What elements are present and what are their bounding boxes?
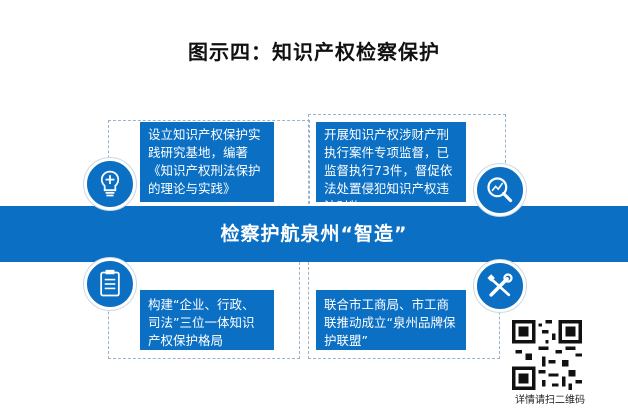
qr-label: 详情请扫二维码 [515, 395, 585, 406]
card-top-right: 开展知识产权涉财产刑执行案件专项监督，已监督执行73件，督促依法处置侵犯知识产权… [316, 122, 466, 214]
card-bottom-left: 构建“企业、行政、司法”三位一体知识产权保护格局 [140, 290, 274, 350]
card-top-left: 设立知识产权保护实践研究基地，编著《知识产权刑法保护的理论与实践》 [140, 122, 274, 202]
lightbulb-icon [84, 158, 136, 210]
card-bottom-right: 联合市工商局、市工商联推动成立“泉州品牌保护联盟” [316, 290, 466, 350]
banner-band [0, 206, 628, 262]
clipboard-icon [84, 258, 136, 310]
frame-bottom-left [108, 262, 300, 359]
banner-text: 检察护航泉州“智造” [220, 223, 408, 245]
qr-code-icon[interactable] [512, 320, 582, 390]
frame-top-right [308, 114, 506, 209]
tools-icon [474, 260, 526, 312]
page-title: 图示四：知识产权检察保护 [188, 40, 440, 64]
magnifier-chart-icon [474, 164, 526, 216]
